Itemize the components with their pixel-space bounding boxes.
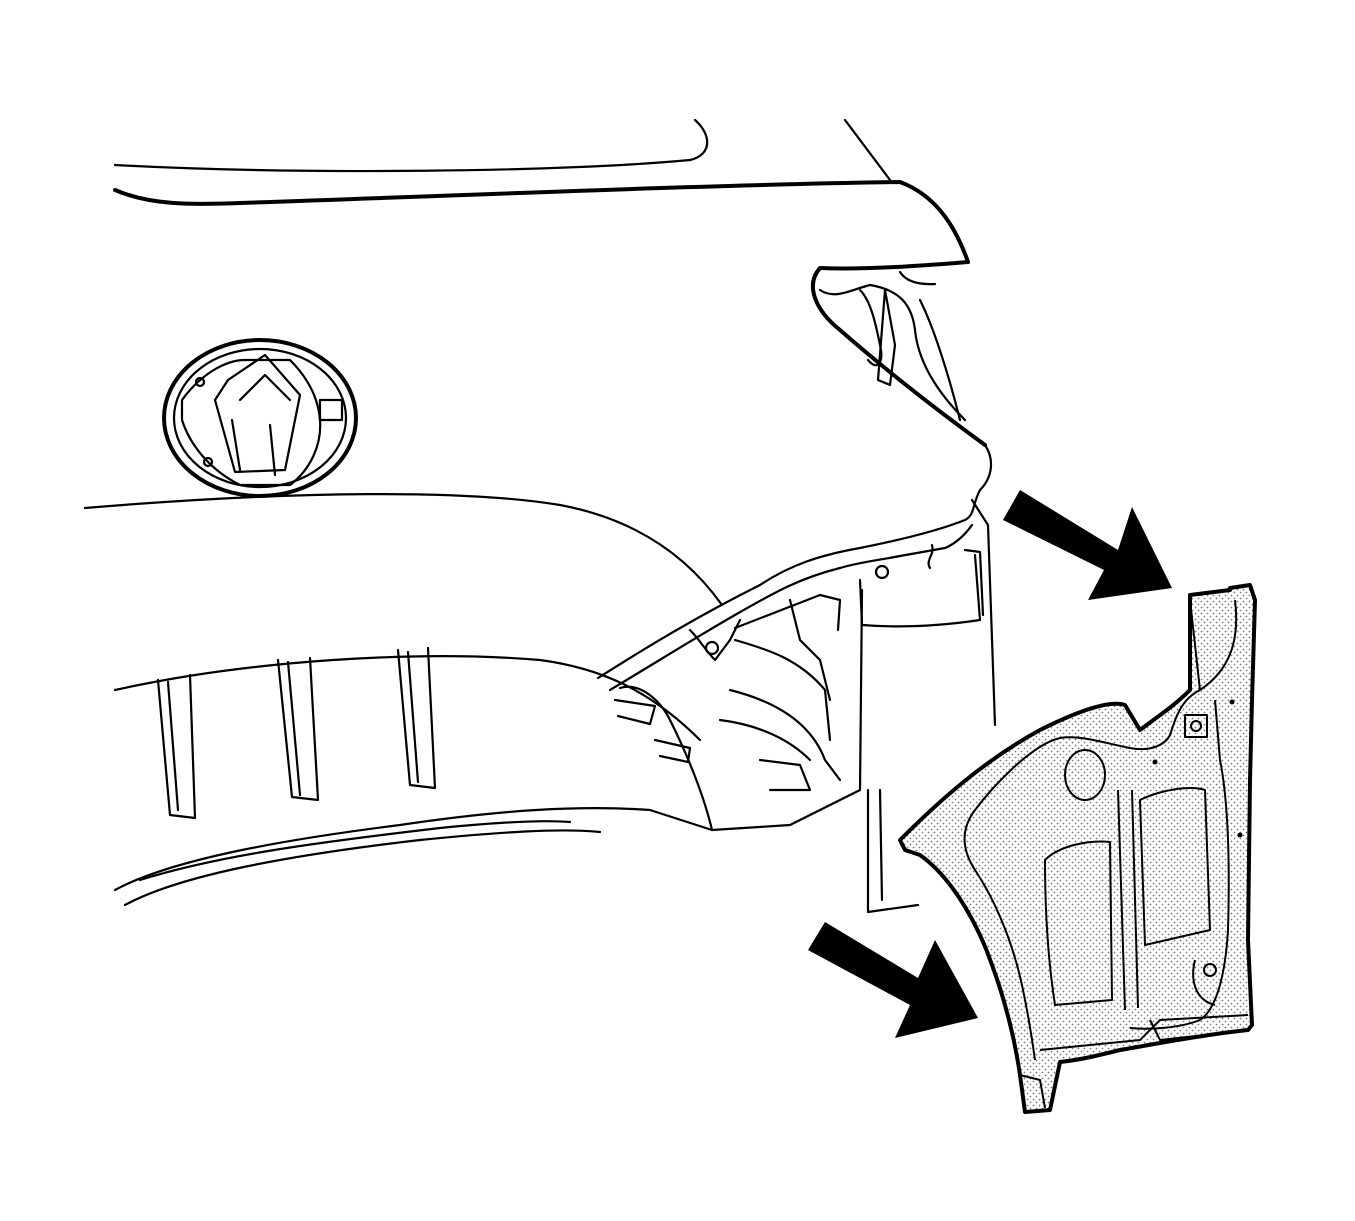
wheelhouse-panel	[618, 588, 864, 832]
quarter-rear-edge	[596, 443, 993, 680]
removal-direction-arrow-lower	[808, 922, 978, 1038]
body-crease	[83, 493, 724, 607]
removal-direction-arrow-upper	[1003, 490, 1172, 600]
roof-edge	[113, 118, 709, 173]
bumper-opening	[838, 523, 974, 570]
taillamp-opening	[810, 260, 987, 447]
rocker-panel	[113, 655, 702, 742]
rocker-slots	[156, 646, 437, 820]
panel-outline	[898, 583, 1257, 1114]
quarter-top-edge	[113, 180, 970, 264]
removal-arrows	[808, 490, 1172, 1038]
mounting-bracket	[866, 788, 920, 914]
removed-panel	[898, 583, 1257, 1114]
fuel-door-opening	[162, 338, 358, 498]
vehicle-body	[83, 118, 997, 914]
pillar-line	[843, 118, 892, 182]
